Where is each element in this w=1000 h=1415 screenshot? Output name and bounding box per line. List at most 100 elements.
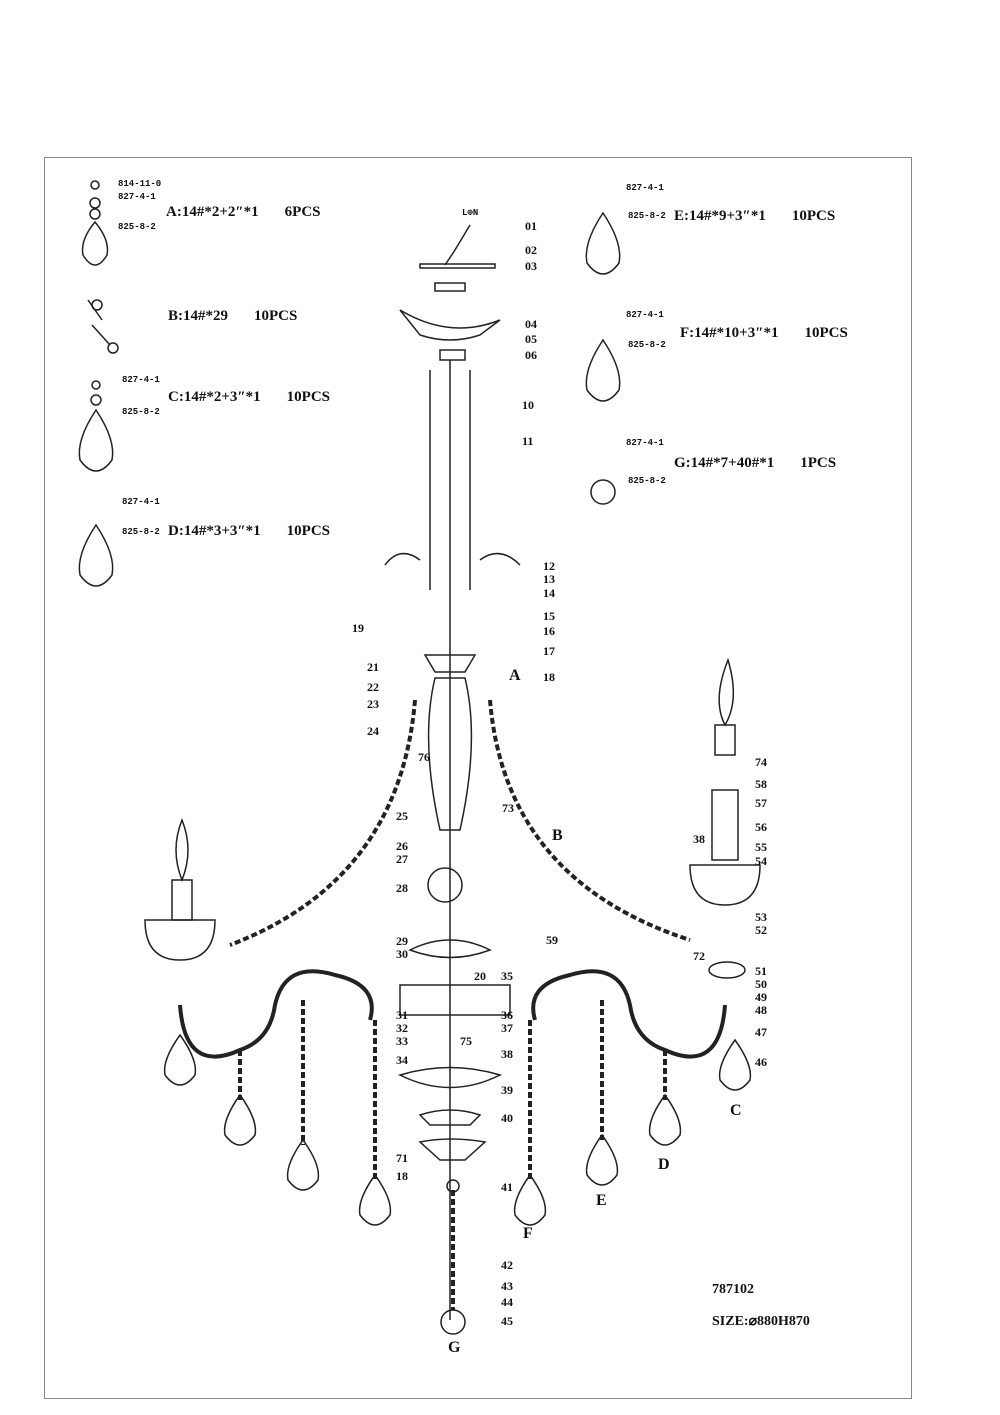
part-label-40: 40 — [501, 1111, 513, 1125]
code-pendant: 825-8-2 — [122, 407, 160, 417]
part-label-11: 11 — [522, 434, 534, 448]
code-pendant: 825-8-2 — [628, 476, 666, 486]
part-label-30: 30 — [396, 947, 408, 961]
part-label-36: 36 — [501, 1008, 513, 1022]
code-connector: 827-4-1 — [626, 183, 664, 193]
code-pendant: 825-8-2 — [628, 340, 666, 350]
part-label-46: 46 — [755, 1055, 767, 1069]
code-connector: 827-4-1 — [122, 497, 160, 507]
code-ring: 814-11-0 — [118, 179, 162, 189]
legend-spec: D:14#*3+3″*1 — [168, 523, 261, 539]
part-label-45: 45 — [501, 1314, 513, 1328]
legend-qty: 6PCS — [284, 204, 321, 220]
code-pendant: 825-8-2 — [118, 222, 156, 232]
part-label-39: 39 — [501, 1083, 513, 1097]
part-label-20: 20 — [474, 969, 486, 983]
part-label-44: 44 — [501, 1295, 513, 1309]
part-label-76: 76 — [418, 750, 430, 764]
part-label-49: 49 — [755, 990, 767, 1004]
part-label-17: 17 — [543, 644, 555, 658]
part-label-13: 13 — [543, 572, 555, 586]
drops — [163, 1033, 752, 1226]
part-label-E: E — [596, 1192, 607, 1209]
part-label-26: 26 — [396, 839, 408, 853]
part-label-18: 18 — [396, 1169, 408, 1183]
part-label-21: 21 — [367, 660, 379, 674]
code-connector: 827-4-1 — [118, 192, 156, 202]
part-label-28: 28 — [396, 881, 408, 895]
part-label-47: 47 — [755, 1025, 767, 1039]
part-label-48: 48 — [755, 1003, 767, 1017]
legend-spec: C:14#*2+3″*1 — [168, 389, 261, 405]
legend-spec: B:14#*29 — [168, 308, 228, 324]
part-label-35: 35 — [501, 969, 513, 983]
size-spec: SIZE:⌀880H870 — [712, 1314, 810, 1329]
legend-spec: F:14#*10+3″*1 — [680, 325, 779, 341]
bead-chains — [229, 699, 691, 1310]
part-label-18: 18 — [543, 670, 555, 684]
legend-qty: 1PCS — [800, 455, 837, 471]
part-label-14: 14 — [543, 586, 555, 600]
part-label-G: G — [448, 1339, 461, 1356]
part-label-37: 37 — [501, 1021, 513, 1035]
drawing-frame — [44, 157, 912, 1399]
arms — [178, 969, 727, 1059]
legend-spec: E:14#*9+3″*1 — [674, 208, 766, 224]
part-label-42: 42 — [501, 1258, 513, 1272]
part-label-51: 51 — [755, 964, 767, 978]
part-label-B: B — [552, 827, 563, 844]
part-label-C: C — [730, 1102, 742, 1119]
model-number: 787102 — [712, 1282, 754, 1297]
part-label-24: 24 — [367, 724, 379, 738]
part-label-D: D — [658, 1156, 670, 1173]
legend-row-f: F:14#*10+3″*1 10PCS — [680, 325, 874, 342]
part-label-34: 34 — [396, 1053, 408, 1067]
part-label-22: 22 — [367, 680, 379, 694]
part-label-52: 52 — [755, 923, 767, 937]
part-label-03: 03 — [525, 259, 537, 273]
part-label-38: 38 — [501, 1047, 513, 1061]
part-label-05: 05 — [525, 332, 537, 346]
legend-qty: 10PCS — [286, 389, 331, 405]
part-label-59: 59 — [546, 933, 558, 947]
part-label-43: 43 — [501, 1279, 513, 1293]
part-label-15: 15 — [543, 609, 555, 623]
central-stem — [384, 224, 521, 1335]
part-label-54: 54 — [755, 854, 767, 868]
part-label-72: 72 — [693, 949, 705, 963]
part-label-04: 04 — [525, 317, 537, 331]
code-pendant: 825-8-2 — [628, 211, 666, 221]
part-label-06: 06 — [525, 348, 537, 362]
legend-qty: 10PCS — [804, 325, 848, 341]
part-label-23: 23 — [367, 697, 379, 711]
part-label-56: 56 — [755, 820, 767, 834]
part-label-29: 29 — [396, 934, 408, 948]
part-label-01: 01 — [525, 219, 537, 233]
legend-qty: 10PCS — [254, 308, 298, 324]
part-label-73: 73 — [502, 801, 514, 815]
legend-spec: G:14#*7+40#*1 — [674, 455, 775, 471]
part-label-16: 16 — [543, 624, 555, 638]
part-label-41: 41 — [501, 1180, 513, 1194]
part-label-50: 50 — [755, 977, 767, 991]
part-label-58: 58 — [755, 777, 767, 791]
legend-pendants — [78, 180, 621, 587]
code-connector: 827-4-1 — [122, 375, 160, 385]
part-label-27: 27 — [396, 852, 408, 866]
legend-row-b: B:14#*29 10PCS — [168, 308, 323, 325]
legend-row-c: C:14#*2+3″*1 10PCS — [168, 389, 356, 406]
part-label-32: 32 — [396, 1021, 408, 1035]
legend-row-g: G:14#*7+40#*1 1PCS — [674, 455, 862, 472]
part-label-75: 75 — [460, 1034, 472, 1048]
wire-label: L⊕N — [462, 208, 479, 218]
part-label-25: 25 — [396, 809, 408, 823]
code-pendant: 825-8-2 — [122, 527, 160, 537]
part-label-F: F — [523, 1225, 533, 1242]
part-label-33: 33 — [396, 1034, 408, 1048]
part-label-A: A — [509, 667, 521, 684]
legend-qty: 10PCS — [791, 208, 836, 224]
